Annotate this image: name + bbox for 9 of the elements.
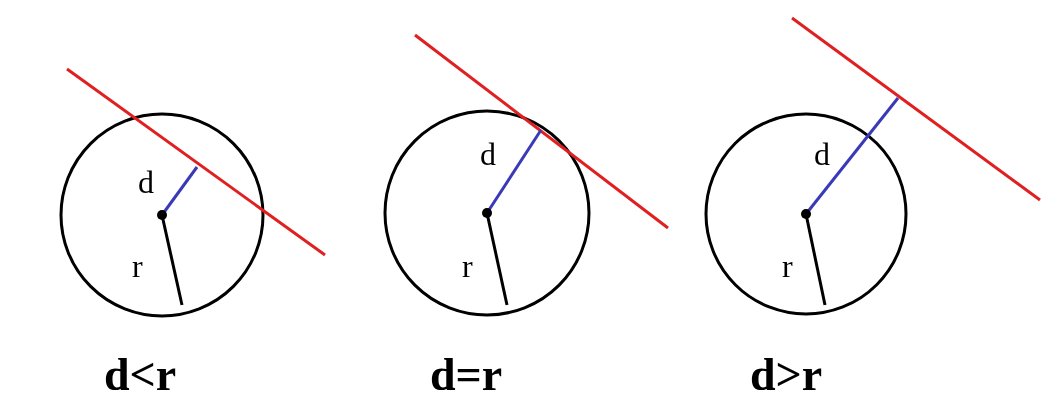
radius-label: r [132,250,143,282]
radius-label: r [462,250,473,282]
radius-label: r [782,250,793,282]
distance-label: d [138,166,154,198]
distance-label: d [814,138,830,170]
relation-label: d>r [750,352,823,398]
relation-label: d<r [104,352,177,398]
relation-label: d=r [430,352,503,398]
distance-label: d [480,138,496,170]
